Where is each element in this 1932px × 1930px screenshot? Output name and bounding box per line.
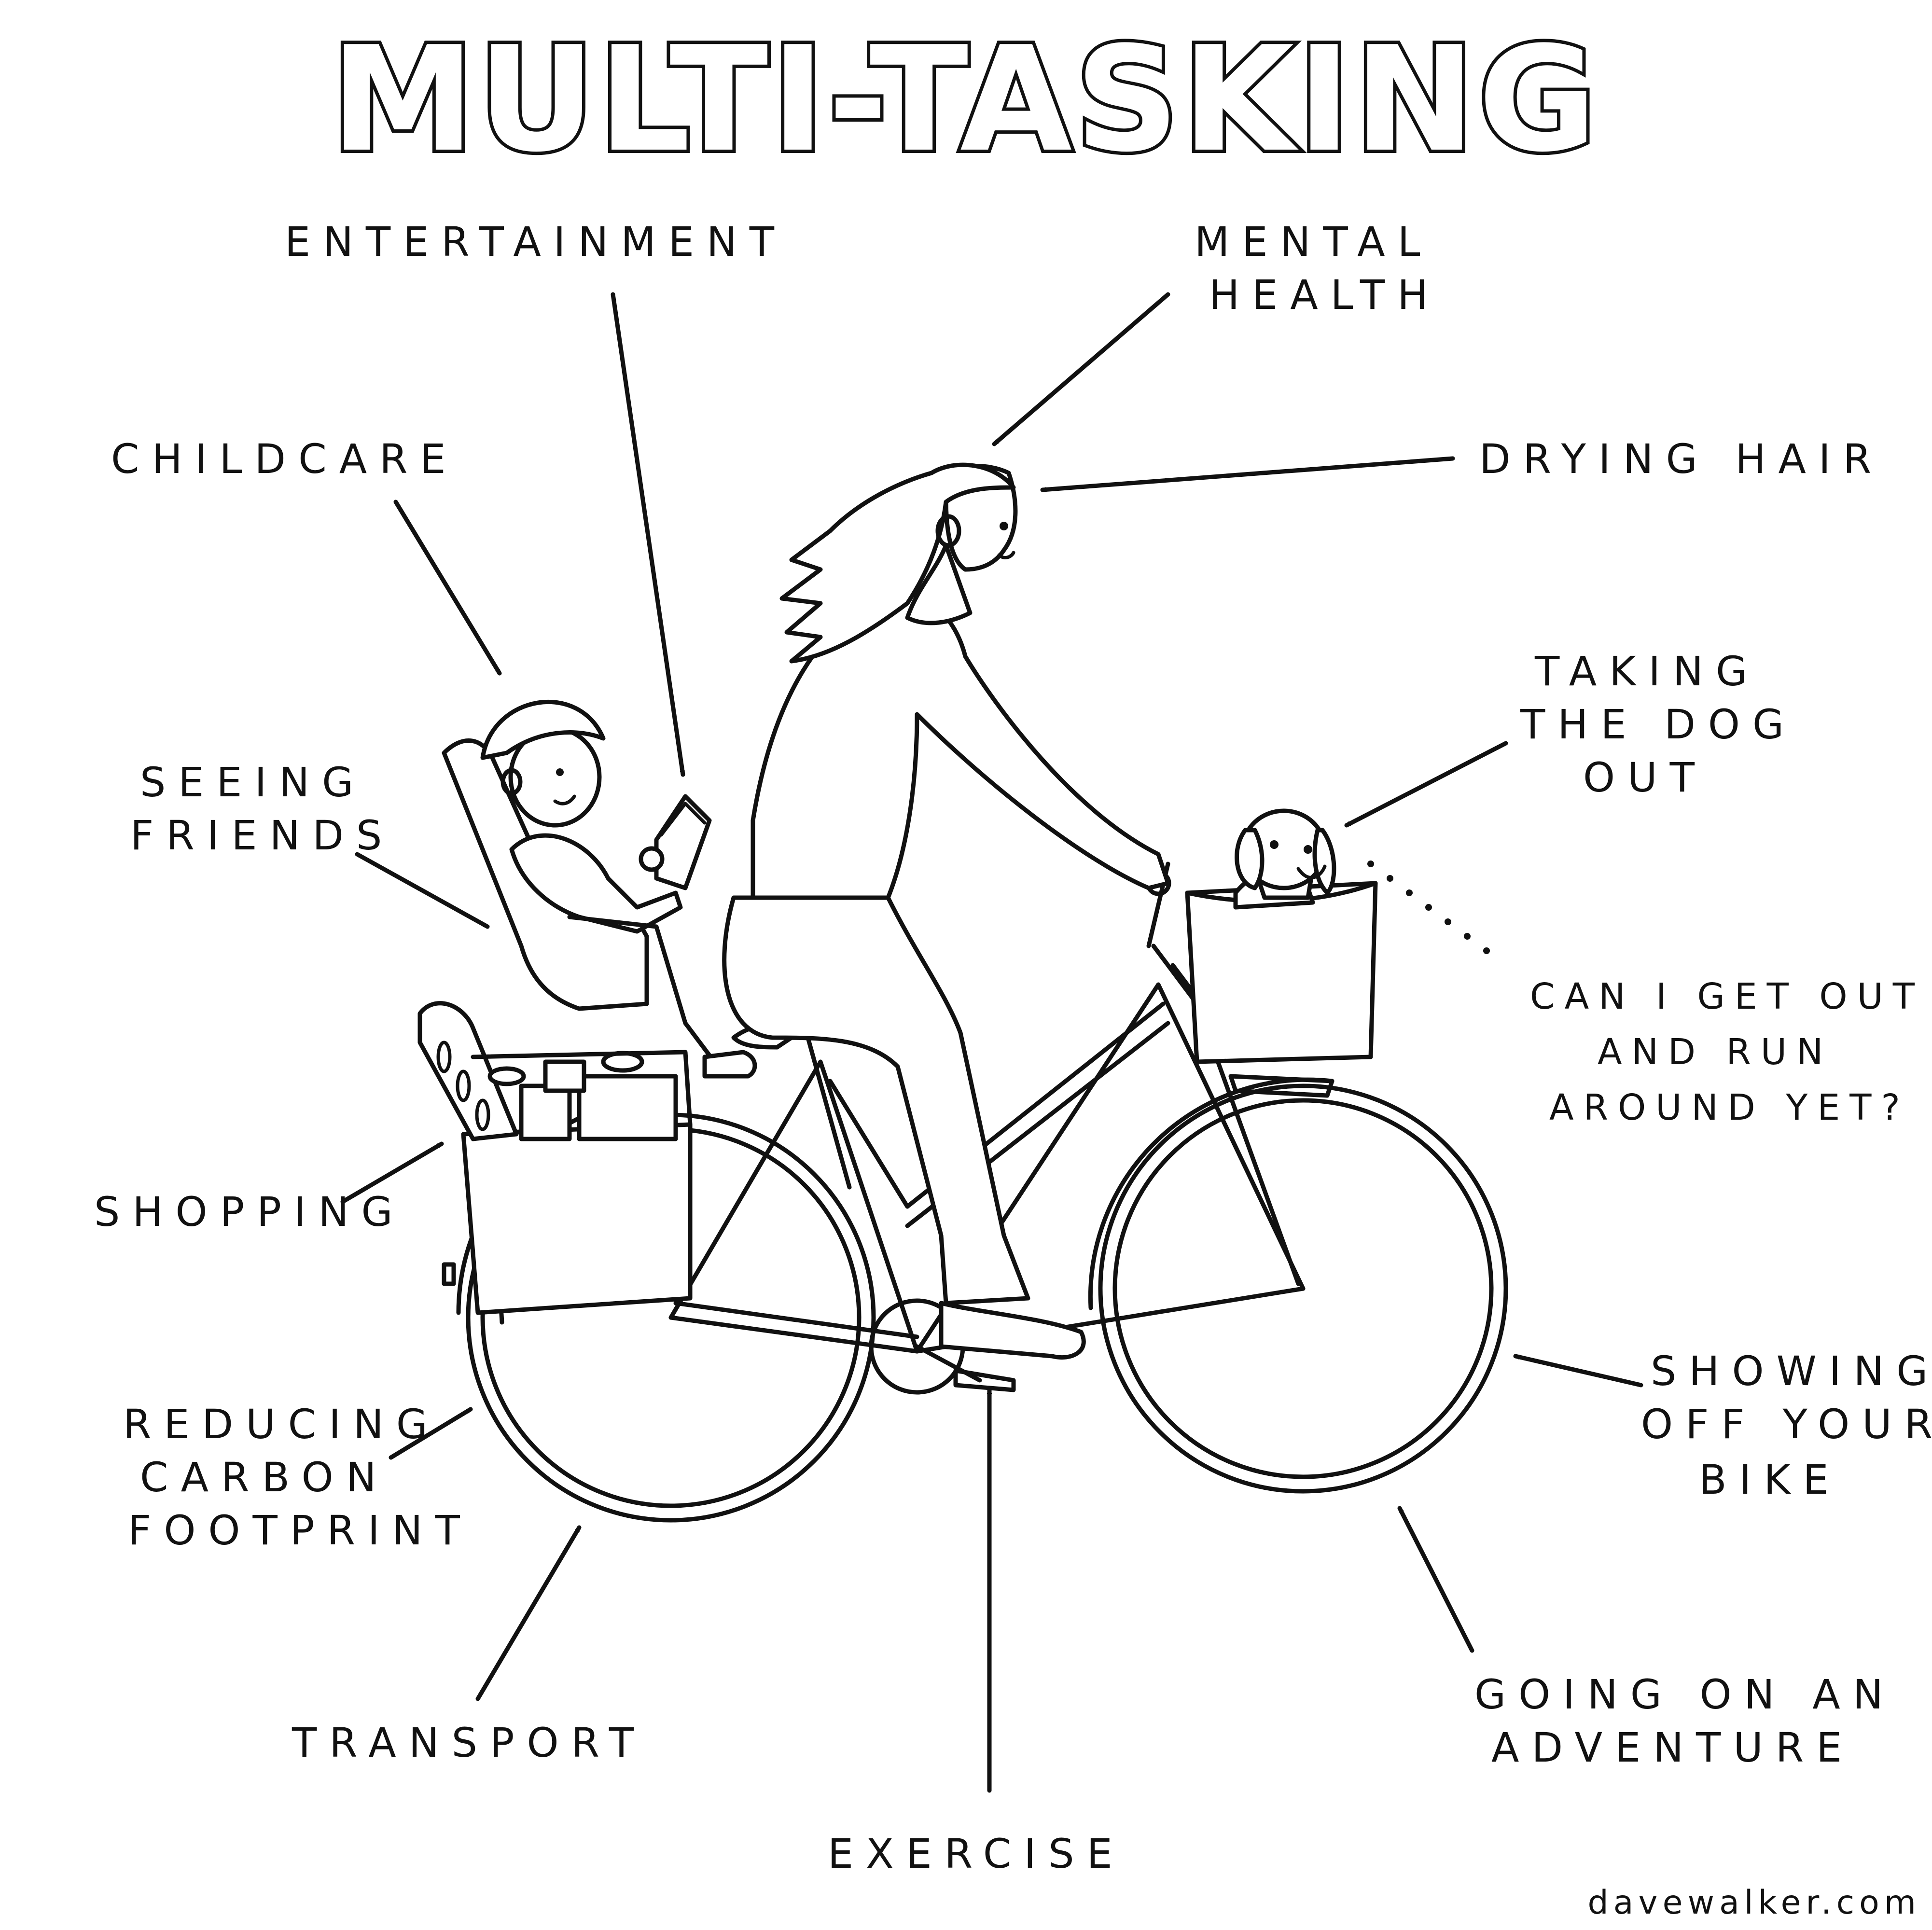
arrow-drying-hair	[1040, 456, 1455, 490]
label-reducing-carbon-line1: REDUCING	[123, 1401, 440, 1448]
label-reducing-carbon-line2: CARBON	[140, 1454, 389, 1501]
label-transport: TRANSPORT	[292, 1719, 646, 1766]
arrow-entertainment	[611, 292, 685, 777]
arrow-reducing-carbon	[389, 1407, 473, 1460]
label-taking-dog-line2: THE DOG	[1520, 701, 1796, 748]
child-illustration	[442, 700, 757, 1079]
label-seeing-friends-line1: SEEING	[140, 759, 366, 806]
credit-signature: davewalker.com	[1588, 1884, 1921, 1922]
arrow-seeing-friends	[355, 852, 490, 929]
label-adventure-line1: GOING ON AN	[1474, 1671, 1896, 1718]
label-taking-dog-line3: OUT	[1583, 754, 1707, 801]
label-seeing-friends-line2: FRIENDS	[130, 812, 394, 859]
label-exercise: EXERCISE	[828, 1830, 1125, 1877]
label-drying-hair: DRYING HAIR	[1479, 435, 1884, 483]
label-dog-speech-line1: CAN I GET OUT	[1530, 976, 1924, 1017]
arrow-showing-off	[1513, 1354, 1643, 1388]
label-taking-dog-line1: TAKING	[1534, 648, 1760, 695]
label-showing-off-line3: BIKE	[1699, 1456, 1841, 1503]
label-showing-off-line2: OFF YOUR	[1641, 1401, 1932, 1448]
cyclist-woman-illustration	[722, 462, 1170, 1360]
arrow-taking-dog	[1344, 741, 1508, 828]
dog-illustration	[1233, 808, 1336, 910]
arrow-childcare	[393, 500, 502, 676]
arrow-transport	[475, 1525, 582, 1701]
label-entertainment: ENTERTAINMENT	[285, 218, 787, 265]
label-reducing-carbon-line3: FOOTPRINT	[128, 1507, 473, 1554]
label-dog-speech-line2: AND RUN	[1598, 1031, 1833, 1073]
page-title: MULTI-TASKING	[331, 15, 1599, 184]
arrow-mental-health	[992, 292, 1170, 446]
arrow-shopping	[340, 1141, 444, 1204]
label-mental-health-line2: HEALTH	[1209, 271, 1440, 319]
arrow-adventure	[1397, 1506, 1474, 1653]
label-dog-speech-line3: AROUND YET?	[1549, 1087, 1910, 1128]
label-mental-health-line1: MENTAL	[1195, 218, 1432, 265]
annotation-arrows	[340, 292, 1643, 1793]
label-shopping: SHOPPING	[94, 1188, 405, 1236]
dog-speech-dots	[1367, 861, 1490, 954]
label-childcare: CHILDCARE	[111, 435, 459, 483]
label-adventure-line2: ADVENTURE	[1491, 1724, 1854, 1771]
shopping-items-illustration	[417, 1001, 693, 1141]
label-showing-off-line1: SHOWING	[1651, 1347, 1932, 1395]
